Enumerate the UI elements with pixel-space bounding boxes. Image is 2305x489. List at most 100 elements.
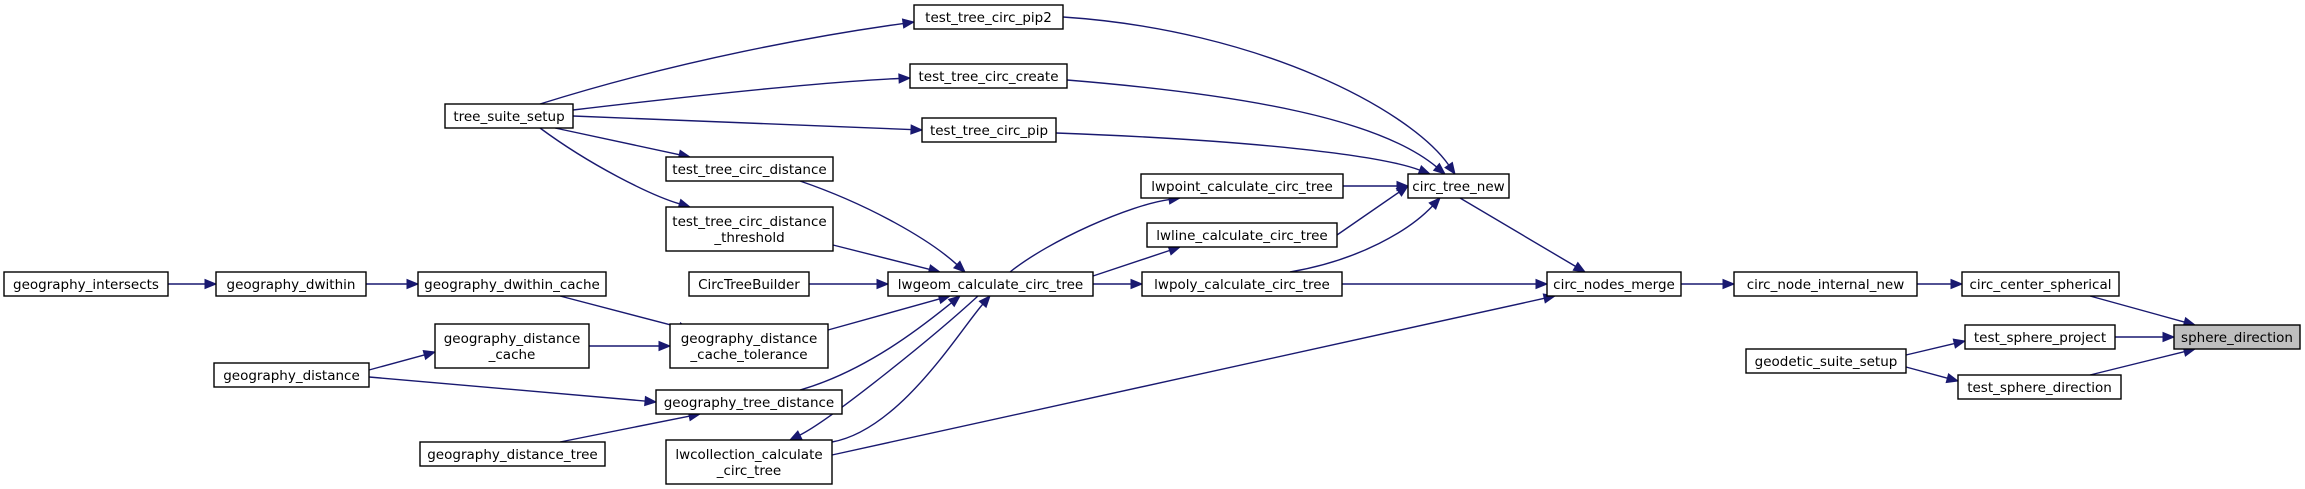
node-geography-distance-cache-tolerance[interactable]: geography_distance_cache_tolerance [669, 323, 829, 369]
node-box[interactable] [1961, 271, 2120, 297]
node-geodetic-suite-setup[interactable]: geodetic_suite_setup [1745, 348, 1907, 374]
node-label: circ_nodes_merge [1553, 277, 1675, 293]
node-lwline-calculate-circ-tree[interactable]: lwline_calculate_circ_tree [1146, 222, 1338, 248]
edge-test_tree_circ_create-to-circ_tree_new [1066, 79, 1437, 168]
node-label: tree_suite_setup [453, 109, 564, 125]
node-lwpoly-calculate-circ-tree[interactable]: lwpoly_calculate_circ_tree [1141, 271, 1343, 297]
arrowhead-icon [422, 349, 437, 361]
node-box[interactable] [921, 117, 1057, 143]
node-tree-suite-setup[interactable]: tree_suite_setup [444, 103, 574, 129]
node-label: circ_node_internal_new [1747, 277, 1905, 293]
node-label: test_sphere_direction [1967, 380, 2112, 396]
node-CircTreeBuilder[interactable]: CircTreeBuilder [688, 271, 810, 297]
edge-geography_distance-to-geography_tree_distance [368, 376, 646, 402]
node-label: geography_distance_tree [427, 447, 598, 463]
node-sphere-direction[interactable]: sphere_direction [2173, 324, 2301, 350]
node-box[interactable] [1546, 271, 1682, 297]
edge-circ_center_spherical-to-sphere_direction [2089, 295, 2185, 323]
node-test-tree-circ-distance[interactable]: test_tree_circ_distance [665, 156, 834, 182]
edge-geography_distance_tree-to-geography_tree_distance [559, 415, 690, 443]
node-box[interactable] [1141, 271, 1343, 297]
node-geography-distance-cache[interactable]: geography_distance_cache [434, 323, 590, 369]
edge-test_tree_circ_pip2-to-circ_tree_new [1062, 16, 1450, 166]
node-circ-node-internal-new[interactable]: circ_node_internal_new [1733, 271, 1918, 297]
node-box[interactable] [444, 103, 574, 129]
arrowhead-icon [1950, 278, 1964, 290]
node-lwpoint-calculate-circ-tree[interactable]: lwpoint_calculate_circ_tree [1140, 173, 1344, 199]
edge-geodetic_suite_setup-to-test_sphere_direction [1905, 366, 1948, 379]
node-test-sphere-direction[interactable]: test_sphere_direction [1957, 374, 2122, 400]
edge-geography_distance-to-geography_distance_cache [368, 354, 425, 371]
arrowhead-icon [1417, 165, 1432, 175]
arrowhead-icon [1395, 185, 1410, 197]
node-box[interactable] [688, 271, 810, 297]
node-geography-dwithin[interactable]: geography_dwithin [215, 271, 367, 297]
node-box[interactable] [909, 63, 1068, 89]
node-label: circ_tree_new [1412, 179, 1504, 195]
node-circ-nodes-merge[interactable]: circ_nodes_merge [1546, 271, 1682, 297]
edge-lwgeom_calculate_circ_tree-to-lwline_calculate_circ_tree [1092, 249, 1170, 277]
node-box[interactable] [1733, 271, 1918, 297]
node-layer: sphere_directioncirc_center_sphericaltes… [3, 4, 2301, 485]
node-box[interactable] [213, 362, 370, 388]
node-box[interactable] [665, 206, 834, 252]
node-geography-distance[interactable]: geography_distance [213, 362, 370, 388]
node-test-tree-circ-distance-threshold[interactable]: test_tree_circ_distance_threshold [665, 206, 834, 252]
arrowhead-icon [901, 18, 916, 29]
edge-circ_tree_new-to-circ_nodes_merge [1459, 197, 1576, 267]
node-box[interactable] [913, 4, 1064, 30]
node-label: _circ_tree [716, 463, 782, 479]
edge-geography_tree_distance-to-lwgeom_calculate_circ_tree [799, 302, 952, 391]
node-label: geography_distance [223, 368, 360, 384]
node-box[interactable] [1140, 173, 1344, 199]
node-box[interactable] [1964, 324, 2116, 350]
node-box[interactable] [434, 323, 590, 369]
node-circ-center-spherical[interactable]: circ_center_spherical [1961, 271, 2120, 297]
node-box[interactable] [419, 441, 606, 467]
node-test-tree-circ-pip2[interactable]: test_tree_circ_pip2 [913, 4, 1064, 30]
node-box[interactable] [665, 439, 833, 485]
node-geography-intersects[interactable]: geography_intersects [3, 271, 169, 297]
node-lwgeom-calculate-circ-tree[interactable]: lwgeom_calculate_circ_tree [887, 271, 1094, 297]
edge-tree_suite_setup-to-test_tree_circ_distance [554, 127, 680, 156]
node-circ-tree-new[interactable]: circ_tree_new [1407, 173, 1510, 199]
node-box[interactable] [665, 156, 834, 182]
node-box[interactable] [1146, 222, 1338, 248]
node-box[interactable] [1407, 173, 1510, 199]
node-label: geography_intersects [13, 277, 159, 293]
node-geography-dwithin-cache[interactable]: geography_dwithin_cache [417, 271, 607, 297]
node-box[interactable] [417, 271, 607, 297]
arrowhead-icon [978, 295, 991, 309]
edge-lwline_calculate_circ_tree-to-circ_tree_new [1336, 191, 1400, 236]
node-box[interactable] [669, 323, 829, 369]
node-box[interactable] [3, 271, 169, 297]
arrowhead-icon [644, 395, 658, 407]
edge-test_sphere_direction-to-sphere_direction [2089, 350, 2185, 376]
arrowhead-icon [658, 340, 672, 352]
node-test-tree-circ-pip[interactable]: test_tree_circ_pip [921, 117, 1057, 143]
arrowhead-icon [1945, 372, 1960, 384]
edge-geodetic_suite_setup-to-test_sphere_project [1905, 342, 1955, 356]
arrowhead-icon [1428, 197, 1441, 210]
node-test-sphere-project[interactable]: test_sphere_project [1964, 324, 2116, 350]
edge-lwgeom_calculate_circ_tree-to-lwcollection_calculate_circ_tree [799, 295, 979, 436]
node-lwcollection-calculate-circ-tree[interactable]: lwcollection_calculate_circ_tree [665, 439, 833, 485]
node-label: geography_distance [681, 331, 818, 347]
node-geography-distance-tree[interactable]: geography_distance_tree [419, 441, 606, 467]
node-box[interactable] [655, 389, 843, 415]
edge-tree_suite_setup-to-test_tree_circ_distance_threshold [539, 127, 680, 205]
edge-lwcollection_calculate_circ_tree-to-circ_nodes_merge [831, 297, 1545, 456]
node-box[interactable] [1745, 348, 1907, 374]
node-test-tree-circ-create[interactable]: test_tree_circ_create [909, 63, 1068, 89]
node-label: test_tree_circ_pip [930, 123, 1048, 139]
node-label: lwcollection_calculate [675, 447, 822, 463]
node-box[interactable] [2173, 324, 2301, 350]
node-box[interactable] [215, 271, 367, 297]
node-geography-tree-distance[interactable]: geography_tree_distance [655, 389, 843, 415]
node-box[interactable] [887, 271, 1094, 297]
arrowhead-icon [204, 278, 218, 290]
node-box[interactable] [1957, 374, 2122, 400]
edge-layer [168, 16, 2197, 456]
node-label: sphere_direction [2181, 330, 2293, 346]
